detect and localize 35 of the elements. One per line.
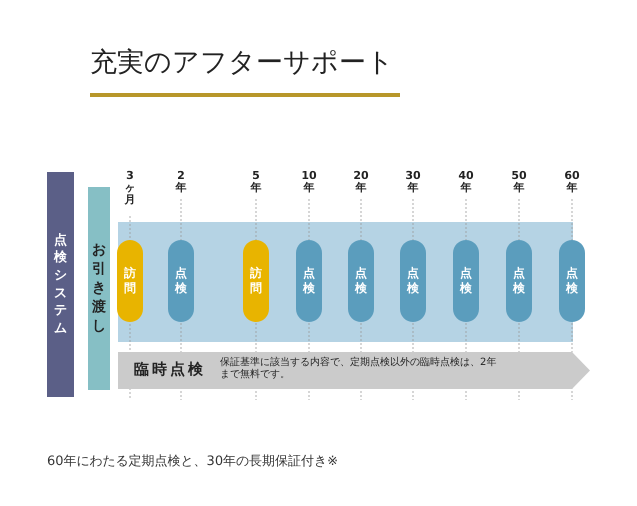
tick-label: 50年 <box>510 170 528 194</box>
caption: 60年にわたる定期点検と、30年の長期保証付き※ <box>47 453 338 470</box>
node-text: 訪問 <box>250 266 262 296</box>
tick-label: 60年 <box>563 170 581 194</box>
tick-label: 10年 <box>300 170 318 194</box>
inspection-pill <box>506 240 532 322</box>
arrow-heading: 臨時点検 <box>134 360 206 378</box>
tick-label: 5年 <box>249 170 262 194</box>
inspection-pill <box>117 240 143 322</box>
tick-label: 3ヶ月 <box>124 170 136 206</box>
tick-label: 20年 <box>352 170 370 194</box>
tick-label: 30年 <box>404 170 422 194</box>
inspection-pill <box>296 240 322 322</box>
node-text: 点検 <box>175 266 187 296</box>
node-text: 点検 <box>355 266 367 296</box>
inspection-pill <box>348 240 374 322</box>
side-label-bar <box>88 187 110 390</box>
title: 充実のアフターサポート <box>90 46 394 80</box>
tick-label: 40年 <box>457 170 475 194</box>
node-text: 訪問 <box>124 266 136 296</box>
node-text: 点検 <box>460 266 472 296</box>
node-text: 点検 <box>566 266 578 296</box>
node-text: 点検 <box>303 266 315 296</box>
node-text: 点検システム <box>54 232 67 338</box>
inspection-pill <box>400 240 426 322</box>
arrow-note: 保証基準に該当する内容で、定期点検以外の臨時点検は、2年まで無料です。 <box>220 357 498 381</box>
tick-label: 2年 <box>174 170 188 194</box>
side-label-bar <box>47 172 74 397</box>
node-text: 点検 <box>513 266 525 296</box>
inspection-pill <box>168 240 194 322</box>
inspection-pill <box>559 240 585 322</box>
inspection-pill <box>453 240 479 322</box>
node-text: 点検 <box>407 266 419 296</box>
node-text: お引き渡し <box>92 241 106 336</box>
inspection-pill <box>243 240 269 322</box>
